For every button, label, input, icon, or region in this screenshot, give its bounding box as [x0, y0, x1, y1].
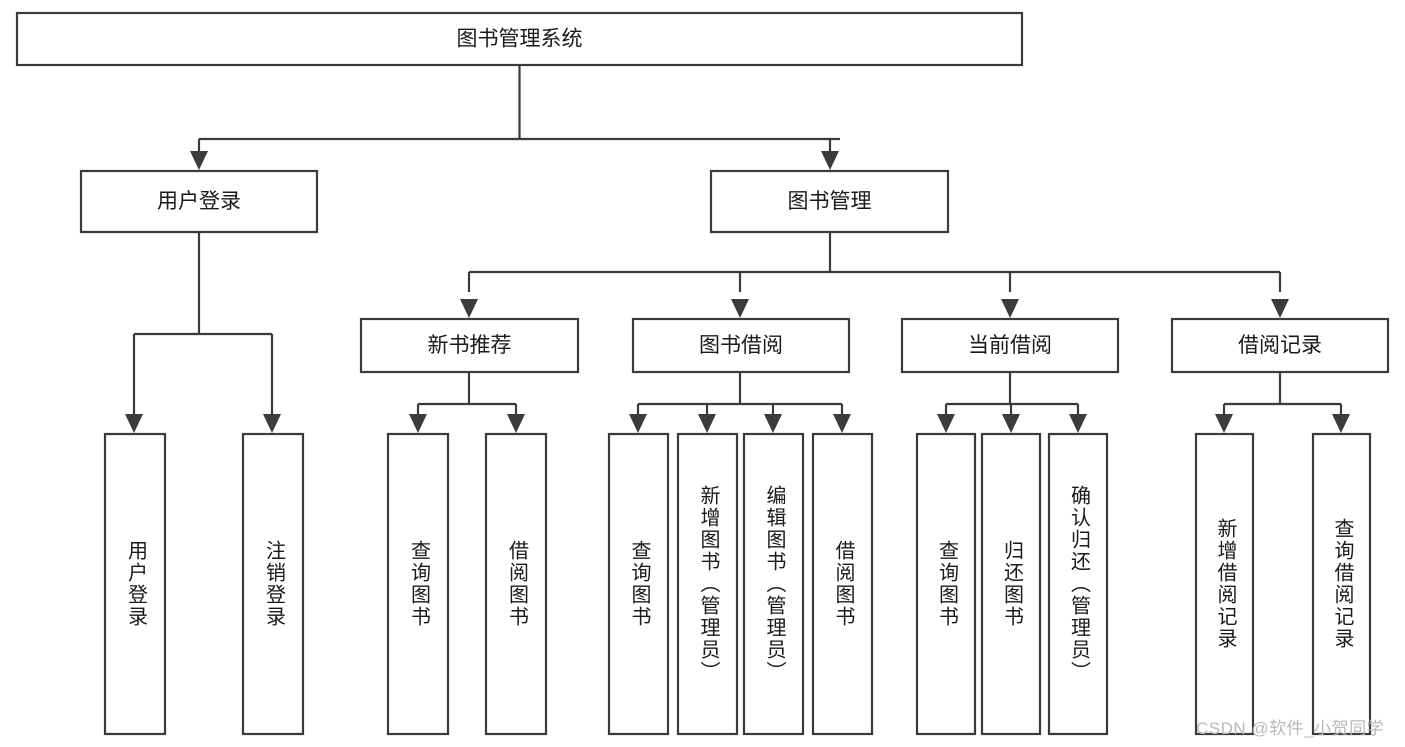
arrow-head-icon [821, 151, 839, 170]
node-box-book-borrow[interactable] [631, 317, 851, 374]
node-box-leaf-query-book-borrow[interactable] [607, 432, 670, 736]
arrow-head-icon [263, 414, 281, 433]
node-boxes-layer [15, 11, 1390, 736]
arrow-head-icon [1069, 414, 1087, 433]
arrow-head-icon [1332, 414, 1350, 433]
node-box-current-borrow[interactable] [900, 317, 1120, 374]
node-box-leaf-user-login[interactable] [103, 432, 167, 736]
node-box-book-manage[interactable] [709, 169, 950, 234]
arrow-head-icon [764, 414, 782, 433]
node-box-leaf-add-record[interactable] [1194, 432, 1255, 736]
arrow-head-icon [1002, 414, 1020, 433]
arrow-head-icon [698, 414, 716, 433]
node-box-new-book-recommend[interactable] [359, 317, 580, 374]
arrow-head-icon [507, 414, 525, 433]
arrow-head-icon [833, 414, 851, 433]
node-label-borrow-record: 借阅记录 [1238, 334, 1322, 357]
csdn-watermark: CSDN @软件_小贺同学 [1196, 719, 1385, 738]
node-box-leaf-user-logout[interactable] [241, 432, 305, 736]
node-box-leaf-edit-book[interactable] [742, 432, 805, 736]
node-box-leaf-query-record[interactable] [1311, 432, 1372, 736]
arrow-head-icon [1215, 414, 1233, 433]
node-box-leaf-add-book[interactable] [676, 432, 739, 736]
node-label-new-book-recommend: 新书推荐 [428, 334, 512, 357]
node-label-book-manage: 图书管理 [788, 190, 872, 213]
node-box-leaf-query-book-current[interactable] [915, 432, 977, 736]
node-box-leaf-borrow-book[interactable] [811, 432, 874, 736]
arrowheads-layer [125, 151, 1350, 433]
node-box-leaf-confirm-return[interactable] [1047, 432, 1109, 736]
node-box-leaf-query-book-new[interactable] [386, 432, 450, 736]
node-label-current-borrow: 当前借阅 [968, 334, 1052, 357]
arrow-head-icon [460, 299, 478, 318]
node-box-user-login[interactable] [79, 169, 319, 234]
arrow-head-icon [190, 151, 208, 170]
node-box-root[interactable] [15, 11, 1024, 67]
arrow-head-icon [1271, 299, 1289, 318]
arrow-head-icon [1001, 299, 1019, 318]
node-box-leaf-return-book[interactable] [980, 432, 1042, 736]
arrow-head-icon [937, 414, 955, 433]
node-box-leaf-borrow-book-new[interactable] [484, 432, 548, 736]
arrow-head-icon [731, 299, 749, 318]
arrow-head-icon [629, 414, 647, 433]
node-label-user-login: 用户登录 [157, 190, 241, 213]
arrow-head-icon [125, 414, 143, 433]
node-label-root: 图书管理系统 [457, 28, 583, 51]
node-box-borrow-record[interactable] [1170, 317, 1390, 374]
node-label-book-borrow: 图书借阅 [699, 334, 783, 357]
arrow-head-icon [409, 414, 427, 433]
